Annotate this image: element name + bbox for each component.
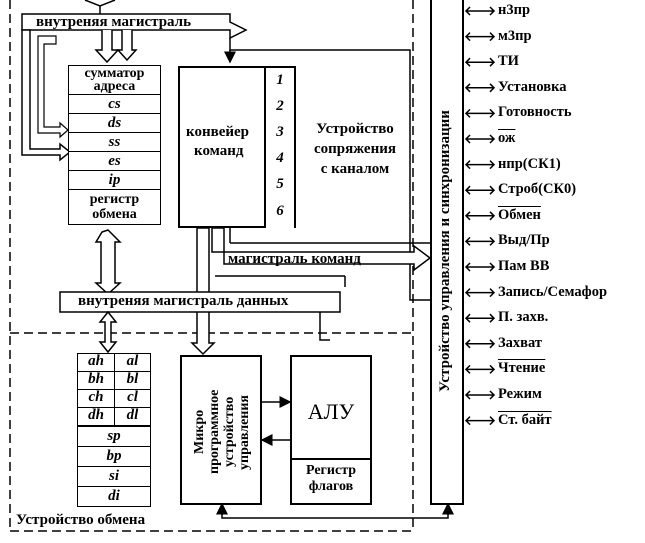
signal-double-arrow (464, 6, 496, 16)
reg-es: es (68, 151, 161, 171)
pipeline-slot-5: 5 (264, 172, 294, 199)
reg-ch: ch (77, 389, 115, 408)
reg-di: di (77, 486, 151, 507)
exchange-reg-label-2: обмена (92, 207, 137, 222)
signal-label: м3пр (498, 27, 532, 44)
control-sync-label: Устройство управления и синхронизации (437, 110, 453, 392)
signal-label: Обмен (498, 206, 541, 223)
reg-ss: ss (68, 132, 161, 152)
gp-register-stack: ah al bh bl ch cl dh dl sp bp si di (77, 353, 151, 507)
reg-sp: sp (77, 426, 151, 447)
channel-unit-line-2: сопряжения (314, 141, 396, 157)
signal-double-arrow (464, 313, 496, 323)
reg-bh: bh (77, 371, 115, 390)
reg-row-d: dh dl (77, 407, 151, 427)
reg-ip: ip (68, 170, 161, 190)
signal-label: нпр(СК1) (498, 155, 561, 172)
signal-label: Пам ВВ (498, 258, 550, 274)
control-sync-unit: Устройство управления и синхронизации (430, 0, 464, 505)
micro-line-4: управления (237, 394, 252, 470)
reg-row-a: ah al (77, 353, 151, 373)
exchange-reg-label: регистр (89, 192, 140, 207)
command-bus-label: магистраль команд (228, 251, 361, 267)
signal-double-arrow (464, 160, 496, 170)
signal-double-arrow (464, 57, 496, 67)
adder-label-2: адреса (93, 79, 136, 94)
signal-double-arrow (464, 262, 496, 272)
signal-label: н3пр (498, 2, 531, 18)
signal-label: П. захв. (498, 309, 549, 326)
signal-double-arrow (464, 185, 496, 195)
reg-cs: cs (68, 94, 161, 114)
exchange-register: регистр обмена (68, 189, 161, 225)
pipeline-label-2: команд (194, 143, 244, 159)
flags-label-2: флагов (308, 479, 354, 494)
reg-dl: dl (114, 407, 151, 426)
data-bus-label: внутреняя магистраль данных (78, 293, 289, 309)
signal-double-arrow (464, 364, 496, 374)
signal-label: Выд/Пр (498, 232, 550, 249)
exchange-unit-label: Устройство обмена (16, 512, 146, 528)
internal-bus-arrow (21, 13, 248, 40)
command-bus-arrow (211, 227, 432, 272)
pipeline-slots: 1 2 3 4 5 6 (264, 68, 294, 228)
microprogram-unit: Микро программное устройство управления (180, 355, 262, 505)
signal-double-arrow (464, 390, 496, 400)
signal-label: Ст. байт (498, 411, 552, 428)
channel-unit-line-3: с каналом (320, 161, 390, 177)
reg-row-c: ch cl (77, 389, 151, 409)
signal-label: Готовность (498, 104, 572, 121)
signal-double-arrow (464, 211, 496, 221)
flags-label: Регистр (305, 463, 357, 478)
segment-register-stack: сумматор адреса cs ds ss es ip регистр о… (68, 65, 161, 225)
pipeline-slot-1: 1 (264, 68, 294, 95)
pipeline-slot-2: 2 (264, 94, 294, 121)
signal-double-arrow (464, 416, 496, 426)
reg-si: si (77, 466, 151, 487)
address-adder: сумматор адреса (68, 65, 161, 95)
signal-label: Чтение (498, 360, 546, 377)
signal-label: Захват (498, 334, 542, 351)
data-bus-arrow (59, 291, 341, 313)
signal-double-arrow (464, 83, 496, 93)
signal-double-arrow (464, 288, 496, 298)
reg-bp: bp (77, 446, 151, 467)
micro-line-3: устройство (222, 396, 237, 468)
signal-double-arrow (464, 108, 496, 118)
reg-al: al (114, 353, 151, 372)
signal-label: Режим (498, 386, 542, 402)
channel-unit-line-1: Устройство (316, 121, 394, 137)
signal-label: Установка (498, 78, 567, 95)
pipeline-label: конвейер (186, 124, 249, 140)
alu: АЛУ Регистр флагов (290, 355, 372, 505)
reg-dh: dh (77, 407, 115, 426)
signal-label: Строб(СК0) (498, 181, 577, 198)
pipeline-slot-4: 4 (264, 146, 294, 173)
signal-label: ТИ (498, 53, 519, 70)
internal-bus-label: внутреняя магистраль (36, 14, 192, 30)
micro-line-1: Микро (192, 409, 207, 455)
signal-label: Запись/Семафор (498, 283, 608, 300)
adder-label: сумматор (84, 66, 145, 81)
pipeline-slot-3: 3 (264, 120, 294, 147)
signal-double-arrow (464, 236, 496, 246)
pipeline-slot-6: 6 (264, 198, 294, 228)
reg-ds: ds (68, 113, 161, 133)
signal-double-arrow (464, 134, 496, 144)
signal-label: ож (498, 130, 516, 146)
reg-ah: ah (77, 353, 115, 372)
microprogram-unit-label: Микро программное устройство управления (192, 367, 252, 497)
reg-cl: cl (114, 389, 151, 408)
command-pipeline: конвейер команд 1 2 3 4 5 6 (178, 66, 296, 228)
unit-boundaries (9, 0, 414, 532)
flags-register: Регистр флагов (292, 458, 370, 503)
signal-double-arrow (464, 32, 496, 42)
reg-bl: bl (114, 371, 151, 390)
signal-double-arrow (464, 339, 496, 349)
micro-line-2: программное (207, 389, 222, 475)
channel-unit-label: Устройство сопряжения с каналом (308, 122, 402, 177)
alu-label: АЛУ (307, 399, 355, 424)
